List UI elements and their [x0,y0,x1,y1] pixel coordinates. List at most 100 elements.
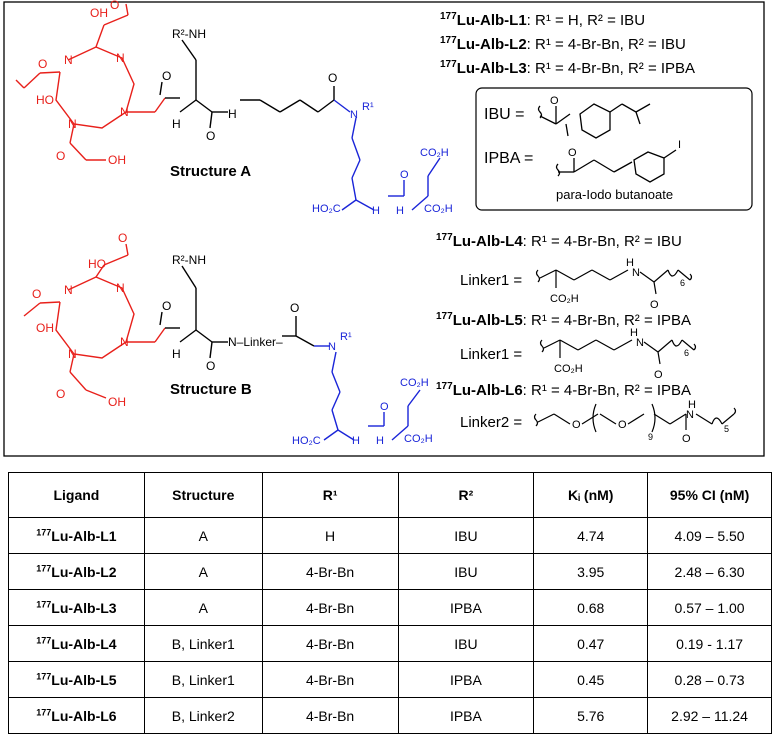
cell-ligand: 177Lu-Alb-L1 [8,517,145,554]
ring-n3: N [120,335,129,349]
col-header-r2: R² [397,472,535,518]
structure-b-binder [314,345,421,441]
structure-a: N N N N OH O O HO O OH [15,0,453,217]
cell-ci: 0.57 – 1.00 [647,589,772,626]
atom-oh: OH [108,395,126,409]
cell-r2: IPBA [397,589,535,626]
cell-structure: B, Linker2 [143,697,263,734]
cell-structure: B, Linker1 [143,625,263,662]
ibu-structure [537,103,651,139]
atom-ho2c: HO₂C [292,435,321,447]
col-header-ligand: Ligand [8,472,145,518]
col-header-ki: Kᵢ (nM) [533,472,649,518]
atom-o: O [32,287,41,301]
structure-a-binder [333,99,441,211]
cell-structure: A [143,517,263,554]
cell-ligand: 177Lu-Alb-L6 [8,697,145,734]
atom-co2h: CO₂H [400,377,429,389]
table-header-row: Ligand Structure R¹ R² Kᵢ (nM) 95% CI (n… [8,472,772,518]
cell-structure: B, Linker1 [143,661,263,698]
atom-h: H [172,117,181,131]
ipba-o: O [568,147,577,159]
cell-r2: IBU [397,553,535,590]
cell-ki: 0.47 [533,625,649,662]
ligand-scheme: N N N N OH O O HO O OH [3,0,765,457]
cell-r1: 4-Br-Bn [261,553,399,590]
atom-o: O [206,359,215,373]
table-row: 177Lu-Alb-L2 A 4-Br-Bn IBU 3.95 2.48 – 6… [8,553,772,590]
structure-b-core [159,265,315,359]
atom-oh: OH [90,6,108,20]
atom-co2h: CO₂H [424,203,453,215]
atom-o: O [206,129,215,143]
table-row: 177Lu-Alb-L1 A H IBU 4.74 4.09 – 5.50 [8,517,772,554]
col-header-r1: R¹ [261,472,399,518]
atom-co2h: CO₂H [420,147,449,159]
cell-ci: 0.28 – 0.73 [647,661,772,698]
structure-a-r2nh: R²-NH [172,27,206,41]
ligand-line-4: 177Lu-Alb-L4: R¹ = 4-Br-Bn, R² = IBU [436,232,682,251]
cell-structure: A [143,553,263,590]
linker2-label: Linker2 = [460,414,523,431]
cell-r1: 4-Br-Bn [261,625,399,662]
atom-o: O [162,69,171,83]
linker2-h: H [688,399,696,411]
atom-co2h: CO₂H [404,433,433,445]
atom-o: O [328,71,337,85]
ligand-line-2: 177Lu-Alb-L2: R¹ = 4-Br-Bn, R² = IBU [440,35,686,54]
cell-structure: A [143,589,263,626]
atom-n: N [328,341,336,353]
linker1-sub: 6 [684,348,689,358]
linker2-sub5: 5 [724,424,729,434]
cell-ci: 4.09 – 5.50 [647,517,772,554]
linker1-n: N [632,267,640,279]
linker1-n: N [636,337,644,349]
structure-b-title: Structure B [170,381,252,398]
ibu-o: O [550,95,559,107]
atom-o: O [290,301,299,315]
cell-r2: IBU [397,625,535,662]
linker1-o: O [650,299,659,311]
cell-ligand: 177Lu-Alb-L4 [8,625,145,662]
cell-r2: IPBA [397,661,535,698]
ligand-line-3: 177Lu-Alb-L3: R¹ = 4-Br-Bn, R² = IPBA [440,59,696,78]
atom-nh: H [372,205,380,217]
structure-b: N N N N HO O O OH O OH R²-NH H [23,231,433,447]
linker1-o: O [654,369,663,381]
linker2-n: N [686,409,694,421]
structure-a-core [159,39,335,129]
cell-r1: 4-Br-Bn [261,661,399,698]
ipba-structure [555,149,677,183]
linker1-sub: 6 [680,278,685,288]
linker2-sub9: 9 [648,432,653,442]
cell-ci: 2.92 – 11.24 [647,697,772,734]
cell-ligand: 177Lu-Alb-L3 [8,589,145,626]
ring-n3: N [120,105,129,119]
linker2-o: O [618,419,627,431]
linker2-o: O [682,433,691,445]
scheme-frame [3,1,765,457]
cell-ki: 0.45 [533,661,649,698]
affinity-table: Ligand Structure R¹ R² Kᵢ (nM) 95% CI (n… [8,472,772,734]
ligand-line-5: 177Lu-Alb-L5: R¹ = 4-Br-Bn, R² = IPBA [436,311,692,330]
atom-o: O [38,57,47,71]
cell-ki: 5.76 [533,697,649,734]
structure-b-r1: R¹ [340,331,352,343]
atom-ho: HO [36,93,54,107]
linker1-label-a: Linker1 = [460,272,523,289]
structure-a-r1: R¹ [362,101,374,113]
atom-ho2c: HO₂C [312,203,341,215]
atom-n: N [350,109,358,121]
col-header-ci: 95% CI (nM) [647,472,772,518]
atom-o: O [118,231,127,245]
linker1-structure-a [535,269,693,295]
col-header-structure: Structure [143,472,263,518]
cell-ki: 3.95 [533,553,649,590]
atom-h: H [228,107,237,121]
cell-r1: 4-Br-Bn [261,697,399,734]
linker1-structure-b [539,339,697,365]
atom-ho: HO [88,257,106,271]
cell-ci: 0.19 - 1.17 [647,625,772,662]
scheme-svg: N N N N OH O O HO O OH [3,0,765,457]
atom-o: O [110,0,119,12]
